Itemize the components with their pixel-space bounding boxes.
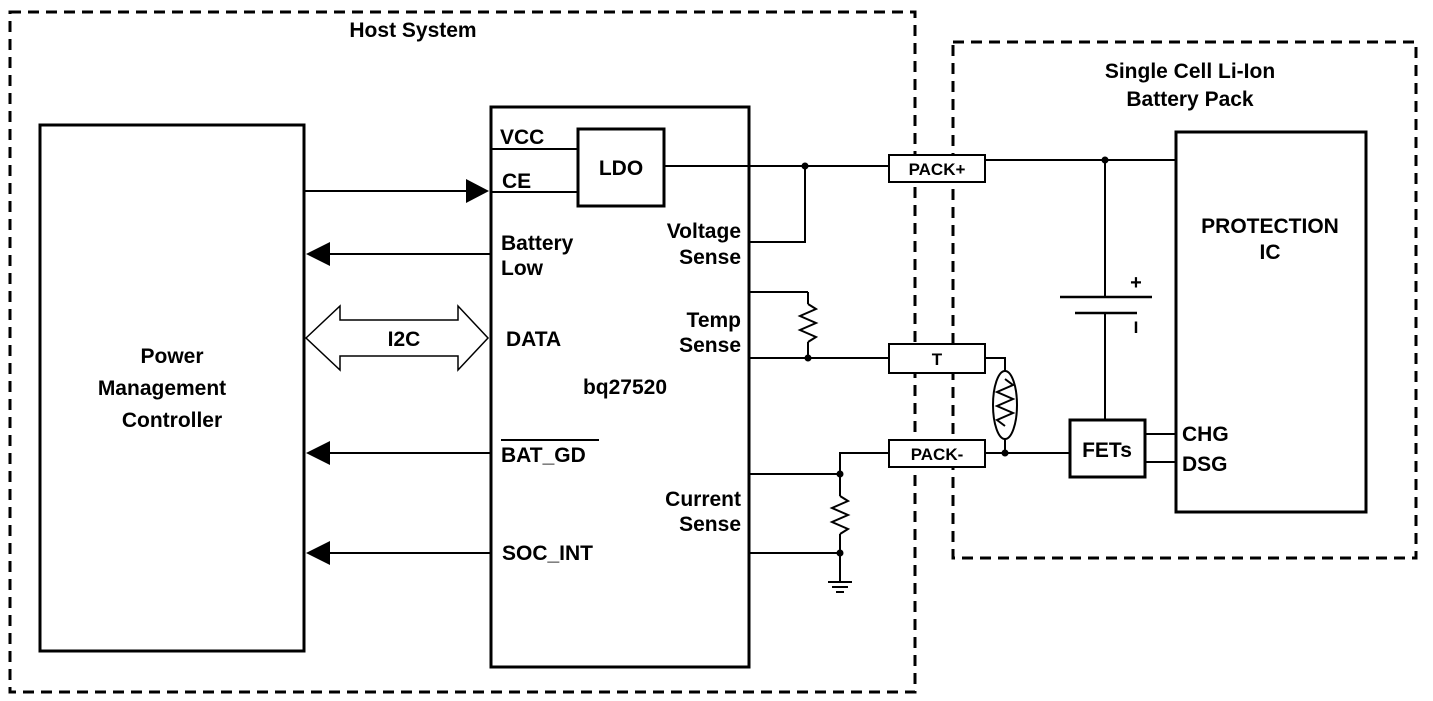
pack-plus-label: PACK+ xyxy=(909,160,966,179)
gauge-part-label: bq27520 xyxy=(583,376,667,399)
ldo-block xyxy=(576,127,666,208)
t-connector xyxy=(888,343,986,374)
thermistor-zigzag xyxy=(994,378,1016,427)
soc-int-pin-label: SOC_INT xyxy=(502,542,593,565)
cell-plus-sign: + xyxy=(1130,272,1142,294)
host-system-title: Host System xyxy=(349,19,476,42)
protection-ic-label-line2: IC xyxy=(1260,241,1281,264)
voltage-sense-label-line1: Voltage xyxy=(667,220,741,243)
thermistor-body xyxy=(992,370,1018,440)
ce-arrowhead xyxy=(466,179,489,203)
t-label: T xyxy=(932,350,943,369)
power-management-controller-block xyxy=(38,123,306,653)
fets-label: FETs xyxy=(1082,439,1132,462)
battery-low-arrowhead xyxy=(306,242,330,266)
protection-ic-label-line1: PROTECTION xyxy=(1201,215,1339,238)
voltage-sense-label-line2: Sense xyxy=(679,246,741,269)
bat-gd-pin-label: BAT_GD xyxy=(501,444,586,467)
temp-sense-junction xyxy=(804,354,812,362)
pmc-label-line1: Power xyxy=(140,345,203,368)
current-sense-bottom-junction xyxy=(836,549,844,557)
dsg-pin-label: DSG xyxy=(1182,453,1228,476)
current-sense-label-line2: Sense xyxy=(679,513,741,536)
ldo-label: LDO xyxy=(599,157,643,180)
pmc-label-line3: Controller xyxy=(122,409,222,432)
pack-minus-junction xyxy=(1001,449,1009,457)
soc-int-arrowhead xyxy=(306,541,330,565)
cell-minus-sign: I xyxy=(1134,318,1139,337)
pmc-label-line2: Management xyxy=(98,377,226,400)
battery-low-label-line2: Low xyxy=(501,257,544,280)
voltage-sense-wire xyxy=(749,166,806,243)
battery-pack-title-line2: Battery Pack xyxy=(1126,88,1254,111)
bat-gd-arrowhead xyxy=(306,441,330,465)
current-sense-label-line1: Current xyxy=(665,488,741,511)
vcc-pin-label: VCC xyxy=(500,126,544,149)
battery-pack-title-line1: Single Cell Li-Ion xyxy=(1105,60,1275,83)
ground-symbol xyxy=(828,581,852,593)
protection-ic-block xyxy=(1174,130,1368,514)
pack-minus-feed-wire xyxy=(839,452,889,474)
battery-low-label-line1: Battery xyxy=(501,232,574,255)
pack-minus-label: PACK- xyxy=(911,445,964,464)
temp-sense-label-line2: Sense xyxy=(679,334,741,357)
ce-pin-label: CE xyxy=(502,170,531,193)
i2c-bus-arrow xyxy=(304,304,490,372)
sense-resistor xyxy=(829,495,851,535)
i2c-label: I2C xyxy=(388,328,421,351)
temp-bias-resistor xyxy=(797,303,819,343)
fets-block xyxy=(1068,418,1147,479)
thermistor-top-wire xyxy=(985,357,1006,371)
temp-sense-label-line1: Temp xyxy=(687,309,741,332)
data-pin-label: DATA xyxy=(506,328,561,351)
chg-pin-label: CHG xyxy=(1182,423,1229,446)
pack-plus-connector xyxy=(888,154,986,183)
battery-pack-boundary xyxy=(951,40,1418,560)
